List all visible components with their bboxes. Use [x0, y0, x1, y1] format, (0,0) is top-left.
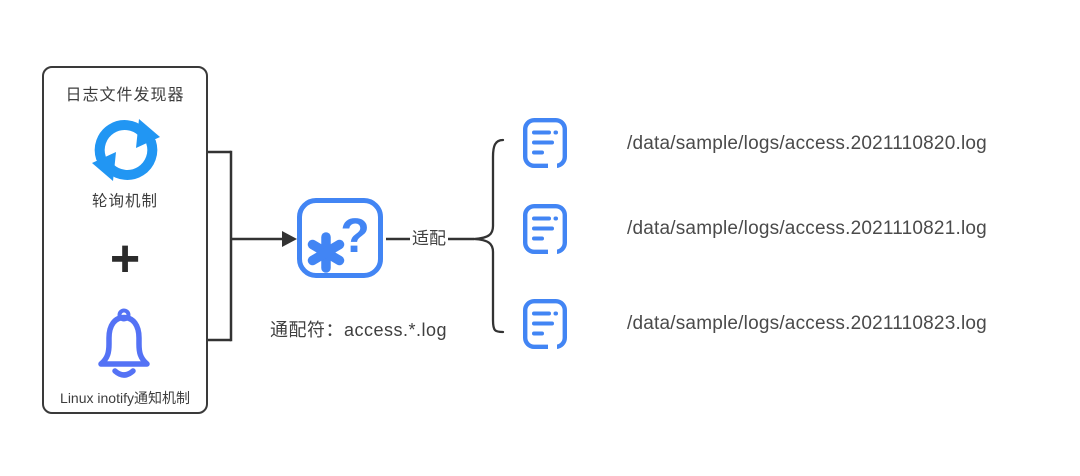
curly-brace-icon	[473, 138, 505, 334]
wildcard-caption: 通配符：access.*.log	[270, 320, 448, 340]
question-mark-glyph: ?	[340, 210, 369, 263]
edge-adapt-label: 适配	[410, 228, 448, 249]
wildcard-asterisk-question-icon: ?	[307, 210, 370, 273]
file-path: /data/sample/logs/access.2021110820.log	[627, 133, 987, 154]
log-file-icon	[523, 118, 567, 168]
inotify-label: Linux inotify通知机制	[60, 390, 190, 406]
discoverer-title: 日志文件发现器	[65, 87, 185, 104]
plus-symbol: +	[109, 230, 141, 288]
sync-refresh-icon	[91, 117, 161, 183]
bell-icon	[95, 307, 153, 380]
polling-label: 轮询机制	[91, 193, 158, 210]
log-file-icon	[523, 204, 567, 254]
wildcard-matcher-node: ?	[297, 198, 383, 278]
file-path: /data/sample/logs/access.2021110821.log	[627, 218, 987, 239]
log-file-icon	[523, 299, 567, 349]
log-discoverer-box: 日志文件发现器 轮询机制 + Linux inotify	[42, 66, 208, 414]
arrowhead-icon	[282, 231, 297, 247]
file-path: /data/sample/logs/access.2021110823.log	[627, 313, 987, 334]
